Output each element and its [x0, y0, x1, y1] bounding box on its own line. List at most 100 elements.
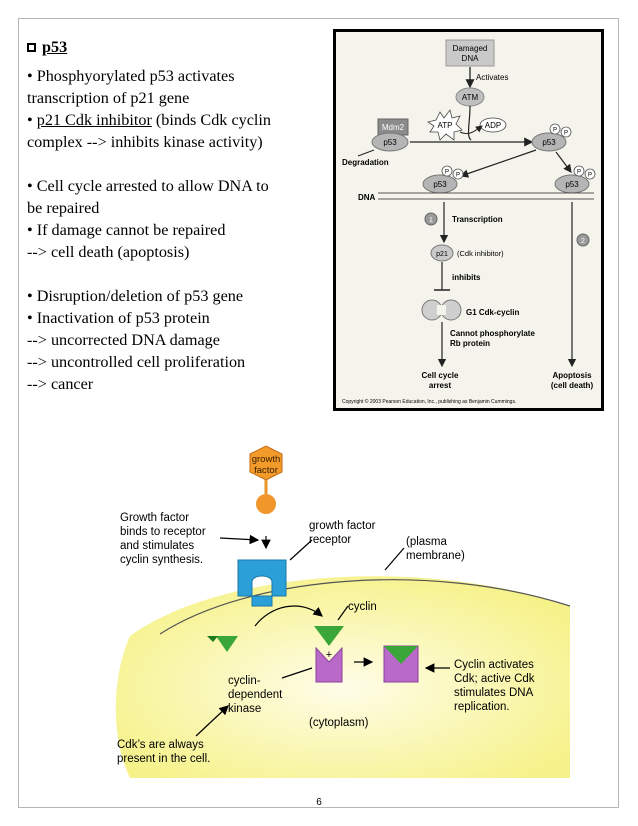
plus-sign: +	[326, 649, 332, 661]
growth-factor-label-2: factor	[254, 465, 278, 476]
transcription-label: Transcription	[452, 215, 503, 224]
complex-notch	[437, 305, 446, 315]
p53-pathway-figure: Damaged DNA Activates ATM ATP ADP Mdm2 p…	[333, 29, 604, 411]
growth-factor-icon	[249, 445, 283, 481]
section-title: p53	[27, 36, 327, 58]
bullet-disruption: • Disruption/deletion of p53 gene	[27, 287, 244, 305]
cyclin-precursor-shade	[207, 636, 218, 642]
phosphate-label: P	[445, 170, 449, 176]
receptor-base	[251, 595, 273, 607]
growth-factor-ball	[256, 494, 276, 514]
activates-label: Activates	[476, 73, 508, 82]
receptor-label-line1: growth factor	[309, 520, 376, 532]
cdk-label-line3: kinase	[228, 703, 261, 715]
cdk-label-line1: cyclin-	[228, 675, 261, 687]
atp-label: ATP	[438, 121, 453, 130]
left-note-line4: cyclin synthesis.	[120, 554, 203, 566]
cyclin-precursor-triangle	[216, 636, 238, 652]
adp-oval	[479, 117, 507, 133]
apoptosis-label: Apoptosis	[552, 371, 592, 380]
right-note-line4: replication.	[454, 701, 510, 713]
bullet-phosphorylated-line2: transcription of p21 gene	[27, 89, 190, 107]
binding-pointer-arrow	[219, 534, 260, 545]
right-note-line2: Cdk; active Cdk	[454, 673, 535, 685]
bullet-damage-line1: • If damage cannot be repaired	[27, 221, 226, 239]
square-bullet-icon	[27, 42, 36, 52]
cdk-pointer	[281, 667, 313, 679]
p53-dna-left-label: p53	[433, 180, 447, 189]
cell-death-label: (cell death)	[551, 381, 594, 390]
bullet-marker: •	[27, 111, 37, 129]
cell-cycle-arrest-label-2: arrest	[429, 381, 452, 390]
page-border	[18, 18, 619, 808]
atm-label: ATM	[462, 93, 479, 102]
step-2-marker	[576, 233, 590, 247]
p21-term: p21 Cdk inhibitor	[36, 111, 152, 129]
cytoplasm-label: (cytoplasm)	[309, 717, 369, 729]
atp-to-adp-arrow	[459, 125, 483, 135]
step-1-marker	[424, 212, 438, 226]
phosphate-icon	[584, 168, 596, 180]
phosphate-icon	[549, 123, 561, 135]
membrane-label-line2: membrane)	[406, 550, 465, 562]
growth-factor-label: growth	[252, 454, 281, 465]
cdk-inhibitor-label: (Cdk inhibitor)	[457, 249, 504, 258]
phosphate-label: P	[564, 131, 568, 137]
p53-to-dna-left-arrow	[459, 149, 537, 178]
atp-starburst-icon	[427, 109, 463, 141]
bottom-note-line2: present in the cell.	[117, 753, 210, 765]
step-1-label: 1	[429, 217, 433, 224]
phosphate-label: P	[577, 170, 581, 176]
page-number: 6	[316, 797, 322, 808]
left-note-line1: Growth factor	[120, 512, 189, 524]
bullet-arrest-line2: be repaired	[27, 199, 100, 217]
growth-factor-diagram: growth factor Growth factor binds to rec…	[115, 445, 571, 778]
degradation-label: Degradation	[342, 158, 389, 167]
cytoplasm-region	[115, 576, 570, 778]
damaged-dna-label-2: DNA	[462, 54, 480, 63]
phospho-p53-top	[531, 132, 567, 152]
p53-pathway-diagram: Damaged DNA Activates ATM ATP ADP Mdm2 p…	[342, 39, 596, 405]
phosphate-label: P	[588, 173, 592, 179]
bullet-p21: • p21 Cdk inhibitor (binds Cdk cyclin	[27, 109, 327, 131]
bullet-inactivation: • Inactivation of p53 protein	[27, 309, 210, 327]
degradation-arrow	[357, 149, 375, 157]
phosphate-label: P	[553, 128, 557, 134]
bullet-uncorrected: --> uncorrected DNA damage	[27, 331, 220, 349]
bullet-arrest-line1: • Cell cycle arrested to allow DNA to	[27, 177, 269, 195]
phosphate-icon	[573, 165, 585, 177]
inhibits-label: inhibits	[452, 273, 481, 282]
p53-notes: p53 • Phosphyorylated p53 activates tran…	[27, 36, 327, 395]
g1-cdk-cyclin-label: G1 Cdk-cyclin	[466, 308, 519, 317]
p21-label: p21	[436, 251, 448, 258]
cdk-kinase-inactive	[315, 646, 343, 683]
cell-cycle-arrest-label: Cell cycle	[422, 371, 459, 380]
cyclin-label: cyclin	[348, 601, 377, 613]
bullet-p21-line2: complex --> inhibits kinase activity)	[27, 133, 263, 151]
bullet-uncontrolled: --> uncontrolled cell proliferation	[27, 353, 246, 371]
p53-to-dna-right-arrow	[555, 151, 572, 173]
growth-factor-receptor	[237, 559, 287, 597]
adp-label: ADP	[485, 121, 501, 130]
bullet-cancer: --> cancer	[27, 375, 94, 393]
damaged-dna-box	[445, 39, 495, 67]
bullet-damage-line2: --> cell death (apoptosis)	[27, 243, 190, 261]
cannot-phosphorylate-label: Cannot phosphorylate	[450, 329, 535, 338]
cyclin-synthesis-arrow	[254, 605, 323, 627]
bound-cyclin	[384, 646, 418, 664]
cyclin-pointer	[337, 605, 349, 621]
mdm2-label: Mdm2	[382, 123, 405, 132]
phosphate-icon	[452, 168, 464, 180]
phospho-p53-top-label: p53	[542, 138, 556, 147]
bullet-phosphorylated-line1: • Phosphyorylated p53 activates	[27, 67, 235, 85]
membrane-pointer	[384, 547, 405, 571]
bottom-note-line1: Cdk’s are always	[117, 739, 204, 751]
p53-bound-protein	[371, 132, 409, 152]
atm-curve	[467, 105, 472, 141]
left-note-line2: binds to receptor	[120, 526, 206, 538]
p21-protein	[430, 244, 454, 262]
growth-factor-figure: growth factor Growth factor binds to rec…	[100, 436, 571, 778]
membrane-label-line1: (plasma	[406, 536, 448, 548]
receptor-label-line2: receptor	[309, 534, 351, 546]
plasma-membrane-line	[159, 579, 571, 635]
